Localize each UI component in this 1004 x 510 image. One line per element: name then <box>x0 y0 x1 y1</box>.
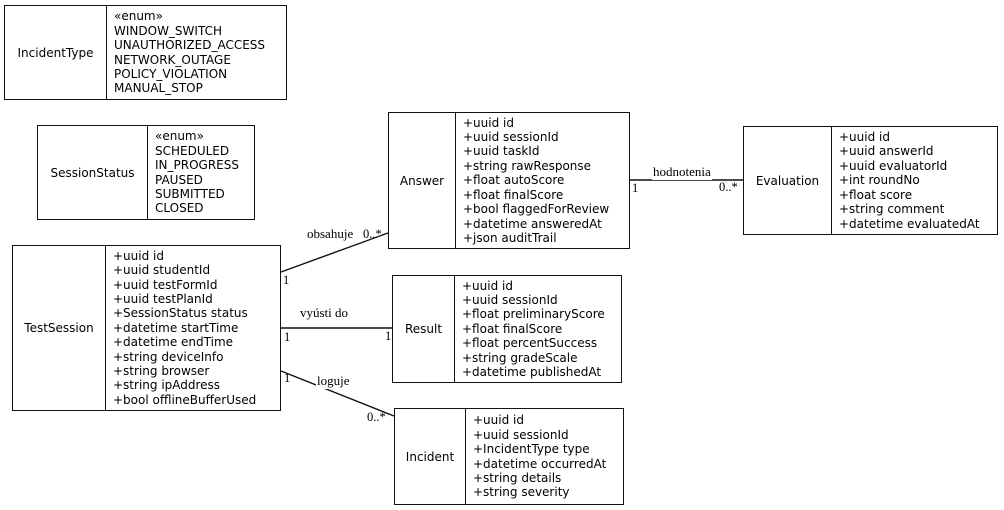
attribute: +datetime startTime <box>113 320 239 335</box>
attribute: +uuid testFormId <box>113 277 218 292</box>
relation-label-hodnotenia: hodnotenia <box>652 164 712 180</box>
attribute: +float percentSuccess <box>462 336 598 351</box>
attribute: MANUAL_STOP <box>114 81 203 96</box>
class-box-testsession: TestSession +uuid id +uuid studentId +uu… <box>12 245 281 411</box>
class-name-testsession: TestSession <box>13 246 106 410</box>
attribute: +string rawResponse <box>463 158 592 173</box>
attribute: +string details <box>473 470 562 485</box>
relation-label-vyusti-do: vyústi do <box>299 305 350 321</box>
relation-hodnotenia-to-multiplicity: 0..* <box>719 180 738 194</box>
attribute: +uuid testPlanId <box>113 291 213 306</box>
relation-loguje-to-multiplicity: 0..* <box>367 410 386 424</box>
relation-hodnotenia-from-multiplicity: 1 <box>632 181 639 195</box>
relation-line-obsahuje <box>280 232 389 273</box>
attribute: +uuid id <box>473 413 524 428</box>
class-box-incidenttype: IncidentType «enum» WINDOW_SWITCH UNAUTH… <box>4 5 287 100</box>
attribute: +bool offlineBufferUsed <box>113 392 257 407</box>
attribute: «enum» <box>114 9 163 24</box>
class-attributes-sessionstatus: «enum» SCHEDULED IN_PROGRESS PAUSED SUBM… <box>148 126 254 219</box>
class-attributes-evaluation: +uuid id +uuid answerId +uuid evaluatorI… <box>832 127 997 234</box>
relation-line-loguje <box>280 370 395 417</box>
attribute: +uuid id <box>839 130 890 145</box>
relation-label-loguje: loguje <box>316 373 351 389</box>
attribute: +string comment <box>839 202 945 217</box>
attribute: SUBMITTED <box>155 186 225 201</box>
attribute: CLOSED <box>155 201 204 216</box>
attribute: POLICY_VIOLATION <box>114 66 228 81</box>
class-name-evaluation: Evaluation <box>744 127 832 234</box>
attribute: +string deviceInfo <box>113 349 224 364</box>
attribute: +datetime answeredAt <box>463 216 602 231</box>
attribute: +float finalScore <box>463 187 564 202</box>
class-name-incidenttype: IncidentType <box>5 6 107 99</box>
attribute: IN_PROGRESS <box>155 158 239 173</box>
class-attributes-answer: +uuid id +uuid sessionId +uuid taskId +s… <box>456 113 629 248</box>
class-attributes-testsession: +uuid id +uuid studentId +uuid testFormI… <box>106 246 280 410</box>
attribute: +bool flaggedForReview <box>463 202 610 217</box>
relation-loguje-from-multiplicity: 1 <box>284 371 291 385</box>
attribute: +string browser <box>113 364 210 379</box>
class-box-evaluation: Evaluation +uuid id +uuid answerId +uuid… <box>743 126 998 235</box>
attribute: SCHEDULED <box>155 143 230 158</box>
attribute: +uuid answerId <box>839 144 934 159</box>
relation-label-obsahuje: obsahuje <box>306 226 355 242</box>
attribute: +datetime publishedAt <box>462 365 602 380</box>
attribute: +json auditTrail <box>463 230 557 245</box>
attribute: UNAUTHORIZED_ACCESS <box>114 38 266 53</box>
attribute: +uuid studentId <box>113 263 211 278</box>
attribute: +uuid evaluatorId <box>839 158 948 173</box>
relation-vyusti-do-from-multiplicity: 1 <box>284 330 291 344</box>
attribute: «enum» <box>155 129 204 144</box>
class-box-incident: Incident +uuid id +uuid sessionId +Incid… <box>394 408 624 505</box>
attribute: NETWORK_OUTAGE <box>114 52 231 67</box>
attribute: +int roundNo <box>839 173 920 188</box>
relation-obsahuje-from-multiplicity: 1 <box>283 273 290 287</box>
class-attributes-result: +uuid id +uuid sessionId +float prelimin… <box>455 276 621 382</box>
attribute: +string ipAddress <box>113 378 221 393</box>
attribute: +SessionStatus status <box>113 306 248 321</box>
attribute: +datetime occurredAt <box>473 456 607 471</box>
class-box-sessionstatus: SessionStatus «enum» SCHEDULED IN_PROGRE… <box>37 125 255 220</box>
relation-obsahuje-to-multiplicity: 0..* <box>363 227 382 241</box>
attribute: +datetime evaluatedAt <box>839 216 980 231</box>
attribute: +IncidentType type <box>473 442 590 457</box>
attribute: +uuid taskId <box>463 144 540 159</box>
attribute: WINDOW_SWITCH <box>114 23 222 38</box>
attribute: +datetime endTime <box>113 335 234 350</box>
relation-vyusti-do-to-multiplicity: 1 <box>385 329 392 343</box>
attribute: +string gradeScale <box>462 350 578 365</box>
class-box-answer: Answer +uuid id +uuid sessionId +uuid ta… <box>388 112 630 249</box>
class-name-sessionstatus: SessionStatus <box>38 126 148 219</box>
class-name-incident: Incident <box>395 409 466 504</box>
attribute: +uuid sessionId <box>462 292 558 307</box>
attribute: +float preliminaryScore <box>462 307 605 322</box>
attribute: +float score <box>839 187 913 202</box>
class-name-result: Result <box>393 276 455 382</box>
class-attributes-incidenttype: «enum» WINDOW_SWITCH UNAUTHORIZED_ACCESS… <box>107 6 286 99</box>
attribute: PAUSED <box>155 172 203 187</box>
class-box-result: Result +uuid id +uuid sessionId +float p… <box>392 275 622 383</box>
class-attributes-incident: +uuid id +uuid sessionId +IncidentType t… <box>466 409 623 504</box>
attribute: +uuid id <box>113 248 164 263</box>
attribute: +string severity <box>473 485 570 500</box>
attribute: +uuid id <box>462 278 513 293</box>
attribute: +float finalScore <box>462 321 563 336</box>
class-name-answer: Answer <box>389 113 456 248</box>
attribute: +uuid id <box>463 115 514 130</box>
attribute: +uuid sessionId <box>473 427 569 442</box>
attribute: +uuid sessionId <box>463 130 559 145</box>
attribute: +float autoScore <box>463 173 565 188</box>
